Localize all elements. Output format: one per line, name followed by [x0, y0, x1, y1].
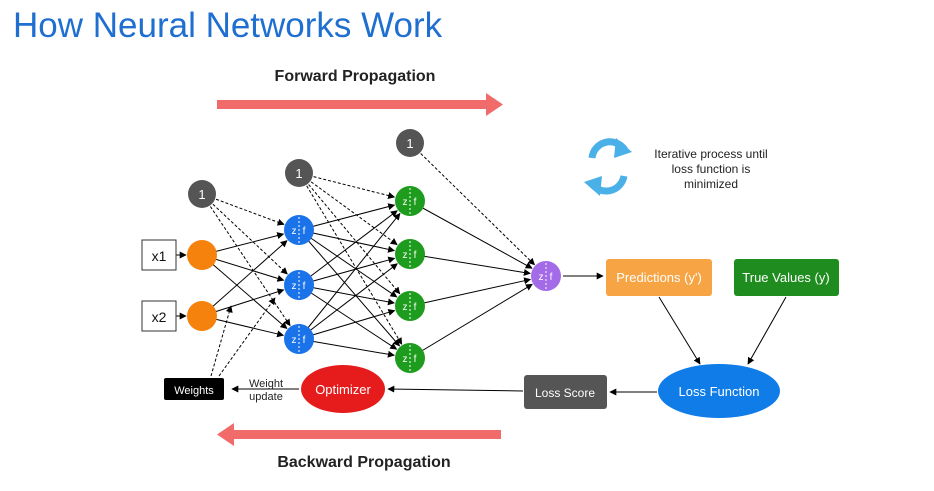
neuron-z-label: z — [292, 281, 297, 292]
bias-label: 1 — [406, 136, 413, 151]
bias-connection — [201, 193, 285, 226]
flow-arrow — [387, 385, 524, 393]
bias-connection — [409, 142, 536, 266]
neuron-f-label: f — [303, 281, 306, 292]
connection-line — [298, 338, 395, 358]
neuron-f-label: f — [414, 354, 417, 365]
neuron-z-label: z — [292, 335, 297, 346]
connection-line — [298, 229, 398, 298]
neuron-z-label: z — [403, 197, 408, 208]
loss-function-node — [658, 364, 780, 418]
neuron-z-label: z — [403, 302, 408, 313]
iterative-note-line: loss function is — [672, 162, 751, 176]
loss-score-label: Loss Score — [535, 386, 595, 400]
neuron-f-label: f — [303, 335, 306, 346]
bias-label: 1 — [295, 166, 302, 181]
optimizer-node — [301, 365, 385, 413]
bias-connection — [201, 193, 288, 275]
neuron-f-label: f — [414, 197, 417, 208]
bias-circle — [396, 129, 424, 157]
weight-update-label: update — [249, 391, 283, 403]
connection-line — [409, 277, 532, 307]
neuron-f-label: f — [550, 272, 553, 283]
bias-circle — [285, 159, 313, 187]
input-label-x1: x1 — [152, 248, 167, 264]
neuron-z-label: z — [403, 250, 408, 261]
input-neuron — [187, 301, 217, 331]
input-neuron — [187, 240, 217, 270]
flow-arrow — [747, 296, 787, 365]
neuron-z-label: z — [292, 226, 297, 237]
true-values-box — [734, 259, 839, 296]
predictions-label: Predictions (y') — [616, 270, 702, 285]
page-title: How Neural Networks Work — [13, 6, 443, 45]
input-label-x2: x2 — [152, 309, 167, 325]
weights-feedback-line — [218, 297, 276, 377]
predictions-box — [606, 259, 712, 296]
neuron-z-label: z — [403, 354, 408, 365]
bias-connection — [298, 172, 403, 345]
connection-line — [298, 284, 398, 350]
weights-box — [164, 378, 224, 400]
connection-line — [298, 308, 396, 340]
iterative-note-line: Iterative process until — [654, 147, 767, 161]
bias-connection — [298, 172, 401, 295]
neuron-f-label: f — [414, 250, 417, 261]
bias-node: 1 — [188, 180, 216, 208]
connection-line — [409, 200, 533, 269]
backward-propagation-arrow — [217, 423, 501, 446]
optimizer-label: Optimizer — [315, 382, 371, 397]
true-values-label: True Values (y) — [742, 270, 829, 285]
connection-line — [298, 256, 396, 286]
backward-propagation-label: Backward Propagation — [277, 454, 450, 471]
bias-connection — [201, 193, 291, 327]
iterative-note-line: minimized — [684, 177, 738, 191]
bias-node: 1 — [396, 129, 424, 157]
connection-line — [201, 254, 288, 329]
input-box-x2 — [141, 300, 177, 332]
weights-label: Weights — [174, 385, 214, 397]
forward-propagation-arrow — [217, 93, 503, 116]
forward-propagation-label: Forward Propagation — [275, 68, 436, 85]
bias-connection — [298, 172, 396, 199]
connection-line — [409, 283, 533, 359]
connection-line — [298, 284, 395, 306]
bias-connection — [298, 172, 398, 245]
input-box-x1 — [141, 239, 177, 271]
bias-node: 1 — [285, 159, 313, 187]
connection-line — [298, 229, 396, 253]
connection-line — [201, 240, 288, 317]
connection-line — [409, 253, 531, 276]
flow-arrow — [658, 296, 701, 365]
cycle-icon — [584, 138, 632, 196]
iterative-note: Iterative process until loss function is… — [654, 147, 767, 191]
weight-update-label: Weight — [249, 378, 283, 390]
connection-line — [298, 229, 400, 347]
bias-circle — [188, 180, 216, 208]
weights-feedback-line — [210, 305, 233, 377]
connection-line — [298, 210, 398, 286]
connection-line — [298, 203, 396, 231]
connection-line — [298, 263, 398, 340]
connection-line — [298, 212, 401, 340]
neuron-f-label: f — [303, 226, 306, 237]
loss-score-box — [524, 375, 607, 409]
neuron-z-label: z — [539, 272, 544, 283]
loss-function-label: Loss Function — [679, 384, 760, 399]
neuron-f-label: f — [414, 302, 417, 313]
bias-label: 1 — [198, 187, 205, 202]
